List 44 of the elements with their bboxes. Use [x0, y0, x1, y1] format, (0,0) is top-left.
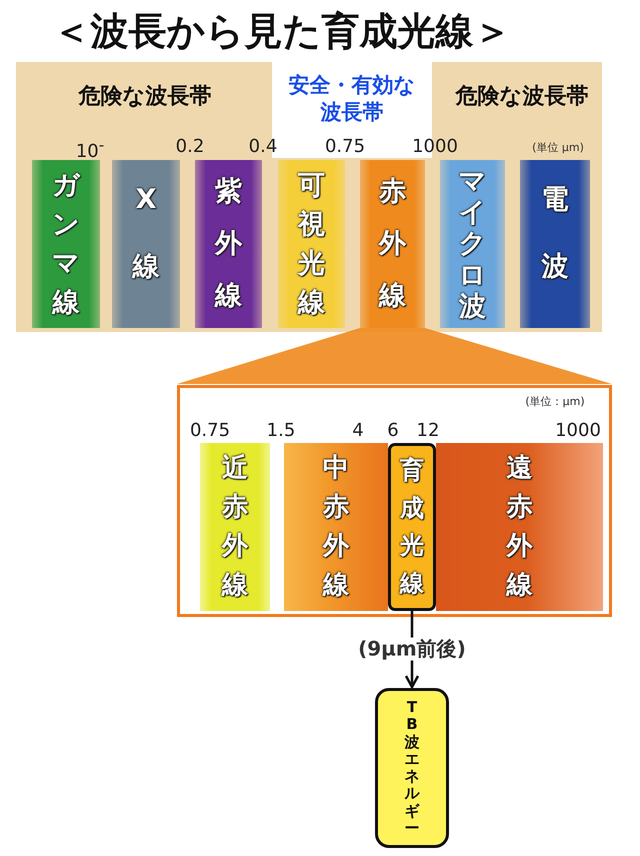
tick-label: 0.2	[176, 137, 204, 158]
spectrum-panel	[16, 62, 602, 332]
highlighted-band	[388, 443, 436, 611]
band-label: 近赤外線	[221, 452, 249, 602]
spectrum-band	[360, 160, 425, 328]
spectrum-band	[195, 160, 262, 328]
zone-label: 危険な波長帯	[78, 84, 212, 110]
band-label: マイクロ波	[458, 166, 487, 322]
band-label: 中赤外線	[322, 452, 350, 602]
tick-label: 0.75	[324, 137, 366, 158]
zoom-panel	[177, 385, 612, 617]
tick-label: 1000	[412, 137, 458, 158]
tick-label: 1.5	[266, 421, 296, 442]
box-label: TB波エネルギー	[404, 699, 420, 837]
spectrum-band	[200, 443, 270, 611]
spectrum-band	[278, 160, 345, 328]
unit-label: (単位 μm)	[532, 142, 584, 155]
tick-label: 10$^{-}$	[76, 137, 104, 163]
tick-label: 0.4	[248, 137, 278, 158]
spectrum-band	[440, 160, 505, 328]
zone-label: 安全・有効な波長帯	[288, 72, 416, 126]
band-label: X線	[132, 183, 160, 284]
tick-label: 6	[387, 421, 399, 442]
band-label: 可視光線	[297, 169, 326, 320]
band-label: ガンマ線	[52, 169, 80, 320]
band-label: 紫外線	[214, 175, 243, 313]
spectrum-band	[436, 443, 603, 611]
band-label: 育成光線	[399, 455, 425, 598]
zone-label: 危険な波長帯	[456, 84, 588, 110]
tick-label: 12	[416, 421, 440, 442]
highlight-box	[375, 688, 449, 848]
spectrum-band	[112, 160, 180, 328]
tick-label: 1000	[555, 421, 601, 442]
zoom-wedge	[177, 328, 612, 384]
spectrum-band	[520, 160, 590, 328]
band-label: 遠赤外線	[506, 452, 534, 602]
unit-label: (単位：μm)	[525, 396, 585, 409]
band-label: 赤外線	[378, 175, 407, 313]
band-label: 電波	[540, 183, 570, 284]
tick-label: 0.75	[190, 421, 230, 442]
tick-label: 4	[352, 421, 364, 442]
title: ＜波長から見た育成光線＞	[52, 10, 512, 54]
spectrum-band	[284, 443, 388, 611]
spectrum-band	[32, 160, 100, 328]
